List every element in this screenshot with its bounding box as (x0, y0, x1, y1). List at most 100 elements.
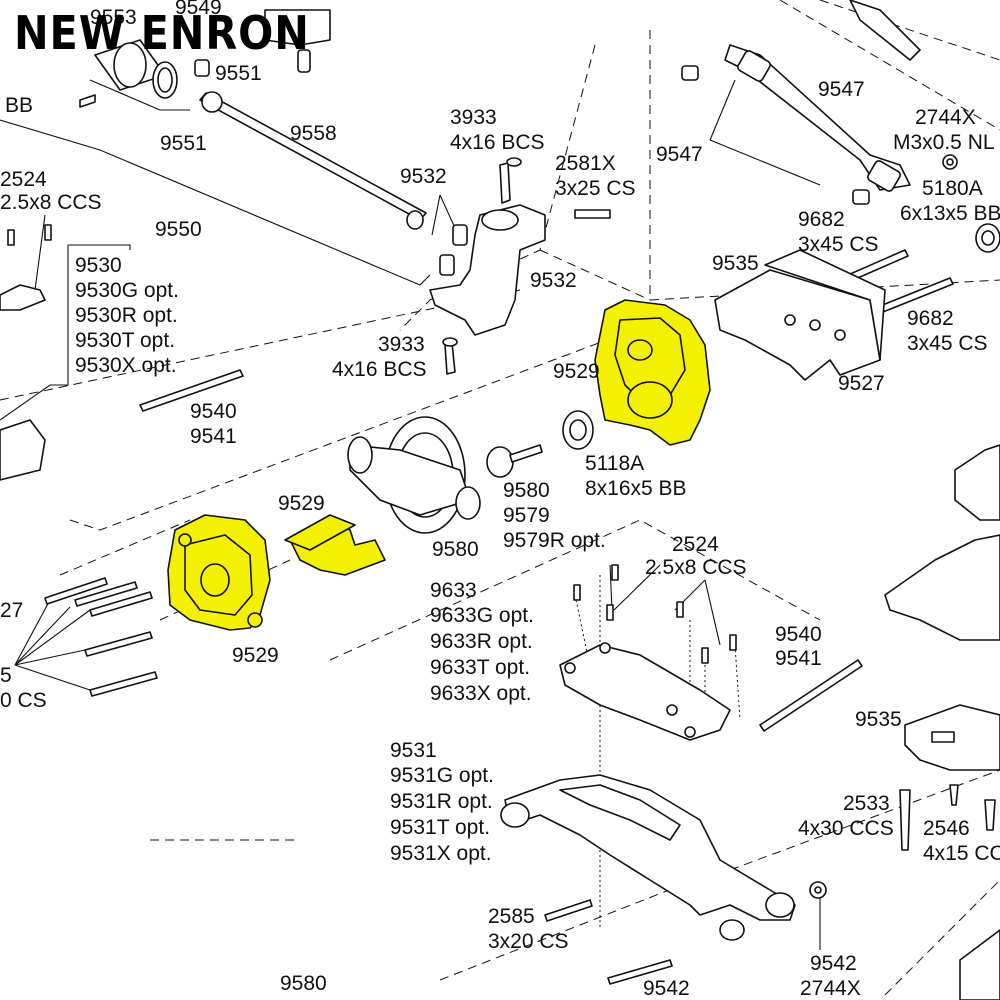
bearing-5118a (562, 410, 594, 450)
label-9535-a: 9535 (712, 252, 759, 275)
hinge-pin-9540-bottom (759, 659, 863, 732)
skid-plate-part (559, 644, 731, 741)
chassis-part (884, 534, 1000, 641)
mount-9535-part (714, 269, 881, 381)
label-2744x-a-size: M3x0.5 NL (893, 131, 995, 154)
label-2585: 2585 (488, 905, 535, 928)
label-9550: 9550 (155, 218, 202, 241)
label-9535-b: 9535 (855, 708, 902, 731)
label-9541-a: 9541 (190, 425, 237, 448)
label-9579r: 9579R opt. (503, 529, 606, 552)
label-9547-b: 9547 (656, 143, 703, 166)
label-9542-a: 9542 (810, 952, 857, 975)
pin-part (194, 59, 210, 77)
label-9551-a: 9551 (215, 62, 262, 85)
label-9529-b: 9529 (278, 492, 325, 515)
label-9531t: 9531T opt. (390, 816, 490, 839)
suspension-arm-9531 (500, 774, 796, 941)
label-9558: 9558 (290, 122, 337, 145)
label-2524-b: 2524 (672, 533, 719, 556)
label-9633t: 9633T opt. (430, 656, 530, 679)
label-9540-a: 9540 (190, 400, 237, 423)
label-3933-b-size: 4x16 BCS (332, 358, 427, 381)
label-3933-b: 3933 (378, 333, 425, 356)
label-bb: BB (5, 94, 33, 117)
screw-2581x-part (574, 209, 611, 219)
bearing-part (113, 42, 147, 88)
label-9682-b: 9682 (907, 307, 954, 330)
label-5: 5 (0, 664, 12, 687)
label-9530g: 9530G opt. (75, 279, 179, 302)
label-9633r: 9633R opt. (430, 630, 533, 653)
label-9532-b: 9532 (530, 269, 577, 292)
label-2581x-size: 3x25 CS (555, 177, 636, 200)
arm-part (504, 774, 796, 921)
label-9531r: 9531R opt. (390, 790, 493, 813)
label-9531: 9531 (390, 739, 437, 762)
label-9540-b: 9540 (775, 623, 822, 646)
label-9531g: 9531G opt. (390, 764, 494, 787)
arm-screws (544, 881, 827, 985)
label-9633x: 9633X opt. (430, 682, 532, 705)
label-2533-size: 4x30 CCS (798, 817, 894, 840)
label-2524-a-size: 2.5x8 CCS (0, 191, 102, 214)
label-9541-b: 9541 (775, 647, 822, 670)
label-9527-a: 9527 (838, 372, 885, 395)
label-9579: 9579 (503, 504, 550, 527)
label-9633: 9633 (430, 579, 477, 602)
label-3933-a: 3933 (450, 106, 497, 129)
label-5118a-size: 8x16x5 BB (585, 477, 687, 500)
label-5180a-size: 6x13x5 BB (900, 202, 1000, 225)
label-2546-size: 4x15 CC (923, 842, 1000, 865)
label-9530: 9530 (75, 254, 122, 277)
left-edge-parts (0, 224, 52, 481)
steering-block-part (429, 204, 546, 336)
label-2546: 2546 (923, 817, 970, 840)
label-9551-b: 9551 (160, 132, 207, 155)
steering-block-assembly (429, 157, 611, 375)
label-9530r: 9530R opt. (75, 304, 178, 327)
skid-plate-screws (573, 564, 737, 664)
brand-watermark: NEW ENRON (14, 6, 310, 60)
label-2533: 2533 (843, 792, 890, 815)
spur-gear-9580 (347, 416, 481, 534)
camber-link-assembly (681, 0, 1000, 253)
driveshaft-assembly (79, 9, 427, 230)
pinion-gear-9579 (486, 444, 543, 478)
label-9682-a-size: 3x45 CS (798, 233, 879, 256)
chassis-assembly (884, 444, 1000, 1000)
label-3933-a-size: 4x16 BCS (450, 131, 545, 154)
label-9682-b-size: 3x45 CS (907, 332, 988, 355)
label-0cs: 0 CS (0, 689, 47, 712)
upper-link-part (849, 0, 921, 61)
label-9532-a: 9532 (400, 165, 447, 188)
label-9682-a: 9682 (798, 208, 845, 231)
gearbox-housing-9529-left (167, 514, 271, 631)
label-9542-b: 9542 (643, 977, 690, 1000)
label-9553: 9553 (90, 6, 137, 29)
label-9547-a: 9547 (818, 78, 865, 101)
label-5180a: 5180A (922, 177, 983, 200)
label-9580-c: 9580 (280, 972, 327, 995)
bolt-3933-top (499, 162, 511, 204)
small-pin-part (79, 94, 96, 108)
label-9580-b: 9580 (432, 538, 479, 561)
skid-plate-9633 (559, 642, 731, 741)
camber-link-part (724, 44, 911, 191)
label-2524-b-size: 2.5x8 CCS (645, 556, 747, 579)
label-9531x: 9531X opt. (390, 842, 492, 865)
housing-bolts (44, 577, 158, 697)
label-9529-c: 9529 (232, 644, 279, 667)
bolt-3933-bottom (444, 342, 456, 375)
screw-2533 (899, 789, 911, 851)
label-9530t: 9530T opt. (75, 329, 175, 352)
label-9580-a: 9580 (503, 479, 550, 502)
suspension-mount-assembly (714, 249, 886, 381)
label-9529-a: 9529 (553, 360, 600, 383)
hinge-pin-9540-top (139, 369, 244, 412)
label-2581x: 2581X (555, 152, 616, 175)
gearbox-bracket-9529 (284, 514, 386, 576)
label-2744x-b: 2744X (800, 977, 861, 1000)
